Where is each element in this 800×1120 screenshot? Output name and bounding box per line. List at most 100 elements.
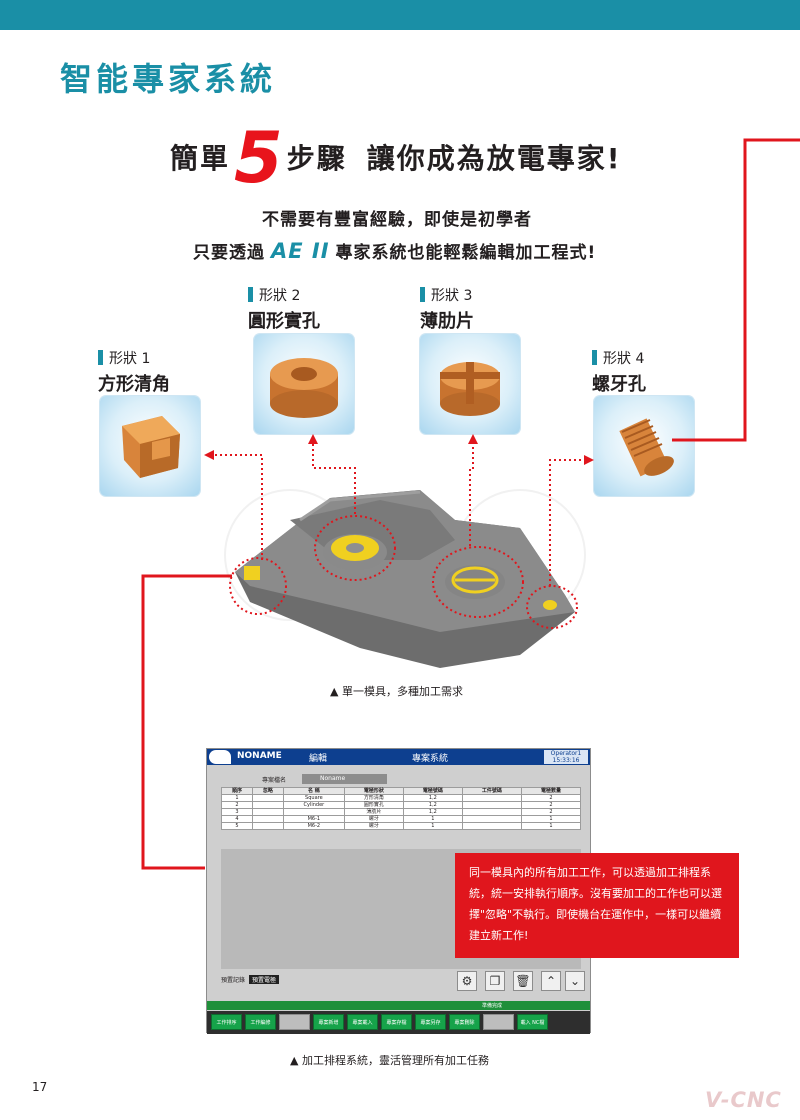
table-cell: M6-2 — [282, 822, 345, 830]
function-key-button[interactable]: 專案刪除 — [449, 1014, 480, 1030]
table-cell: M6-1 — [282, 815, 345, 823]
settings-icon[interactable]: ⚙ — [457, 971, 477, 991]
shape-label-4: 形狀 4 螺牙孔 — [592, 348, 646, 396]
headline-post: 讓你成為放電專家! — [366, 142, 622, 175]
shape-name: 圓形實孔 — [248, 311, 320, 332]
shape-num: 形狀 3 — [431, 288, 473, 304]
table-cell — [461, 801, 522, 809]
table-cell: 圓形實孔 — [343, 801, 404, 809]
table-cell — [461, 822, 522, 830]
function-key-button[interactable]: 專案存檔 — [381, 1014, 412, 1030]
function-key-button[interactable]: 工作編修 — [245, 1014, 276, 1030]
table-column-header: 順序 — [221, 787, 253, 795]
shape-name: 薄肋片 — [420, 311, 474, 332]
preset-value[interactable]: 預置電極 — [249, 975, 280, 984]
move-down-icon[interactable]: ⌄ — [565, 971, 585, 991]
function-key-button[interactable]: 載入 NC檔 — [517, 1014, 548, 1030]
table-cell: Square — [282, 794, 345, 802]
preset-row: 預置記錄預置電極 — [221, 975, 280, 984]
table-cell: 3 — [221, 808, 253, 816]
mold-caption: ▲ 單一模具，多種加工需求 — [330, 685, 463, 698]
screen-title-bar: NONAME 編輯 專案系統 Operator1 15:33:16 — [207, 749, 590, 765]
table-cell — [461, 808, 522, 816]
shape-label-1: 形狀 1 方形清角 — [98, 348, 170, 396]
table-cell: 5 — [221, 822, 253, 830]
table-cell: 螺牙 — [343, 822, 404, 830]
table-cell: 方形清角 — [343, 794, 404, 802]
table-cell: Cylinder — [282, 801, 345, 809]
table-cell: 1,2 — [402, 794, 463, 802]
label-tag-icon — [98, 350, 103, 365]
table-column-header: 電極號碼 — [402, 787, 463, 795]
logo-icon — [209, 750, 231, 764]
label-tag-icon — [592, 350, 597, 365]
table-cell: 1 — [520, 822, 582, 830]
round-hole-electrode-image — [254, 334, 354, 434]
page-title: 智能專家系統 — [60, 60, 277, 98]
shape-name: 方形清角 — [98, 374, 170, 395]
headline-pre: 簡單 — [170, 142, 231, 175]
clock: 15:33:16 — [552, 757, 580, 764]
table-cell: 2 — [520, 808, 582, 816]
table-column-header: 工件號碼 — [461, 787, 522, 795]
table-cell: 2 — [520, 794, 582, 802]
shape-label-2: 形狀 2 圓形實孔 — [248, 285, 320, 333]
table-column-header: 電極數量 — [520, 787, 582, 795]
table-cell — [251, 815, 284, 823]
table-cell — [282, 808, 345, 816]
thread-hole-electrode-image — [594, 396, 694, 496]
table-cell: 1 — [402, 822, 463, 830]
callout-box: 同一模具內的所有加工工作，可以透過加工排程系統，統一安排執行順序。沒有要加工的工… — [455, 853, 739, 958]
function-key-button[interactable] — [483, 1014, 514, 1030]
page-number: 17 — [32, 1080, 48, 1094]
table-cell — [251, 808, 284, 816]
subtitle-1: 不需要有豐富經驗，即使是初學者 — [262, 210, 532, 230]
preset-label: 預置記錄 — [221, 977, 246, 984]
subtitle-2-post: 專家系統也能輕鬆編輯加工程式! — [335, 243, 597, 263]
table-column-header: 忽略 — [251, 787, 284, 795]
table-cell — [251, 822, 284, 830]
table-cell: 1 — [221, 794, 253, 802]
table-cell: 2 — [221, 801, 253, 809]
table-cell — [461, 815, 522, 823]
shape-num: 形狀 2 — [259, 288, 301, 304]
watermark-logo: V-CNC — [705, 1088, 782, 1112]
table-cell — [251, 801, 284, 809]
file-label: 專案檔名 — [262, 777, 287, 784]
shape-name: 螺牙孔 — [592, 374, 646, 395]
headline-mid: 步驟 — [286, 142, 347, 175]
table-cell: 1 — [520, 815, 582, 823]
table-cell: 1 — [402, 815, 463, 823]
table-column-header: 電極形狀 — [343, 787, 404, 795]
file-name-field[interactable]: Noname — [302, 774, 387, 784]
table-cell: 1,2 — [402, 808, 463, 816]
function-key-button[interactable]: 專案載入 — [347, 1014, 378, 1030]
status-strip: 準備完成 — [207, 1001, 590, 1010]
status-text: 準備完成 — [482, 1003, 503, 1009]
function-key-bar: 工作排序工作編修 專案新增專案載入專案存檔專案另存專案刪除 載入 NC檔 — [207, 1011, 590, 1034]
function-key-button[interactable] — [279, 1014, 310, 1030]
move-up-icon[interactable]: ⌃ — [541, 971, 561, 991]
copy-icon[interactable]: ❐ — [485, 971, 505, 991]
brand-name: AE II — [271, 239, 330, 263]
function-key-button[interactable]: 專案新增 — [313, 1014, 344, 1030]
operator-name: Operator1 — [550, 750, 582, 757]
delete-icon[interactable]: 🗑 — [513, 971, 533, 991]
shape-num: 形狀 1 — [109, 351, 151, 367]
subtitle-2-pre: 只要透過 — [193, 243, 265, 263]
top-banner — [0, 0, 800, 30]
function-key-button[interactable]: 工作排序 — [211, 1014, 242, 1030]
label-tag-icon — [420, 287, 425, 302]
operator-box: Operator1 15:33:16 — [544, 750, 588, 764]
table-cell — [461, 794, 522, 802]
function-key-button[interactable]: 專案另存 — [415, 1014, 446, 1030]
label-tag-icon — [248, 287, 253, 302]
